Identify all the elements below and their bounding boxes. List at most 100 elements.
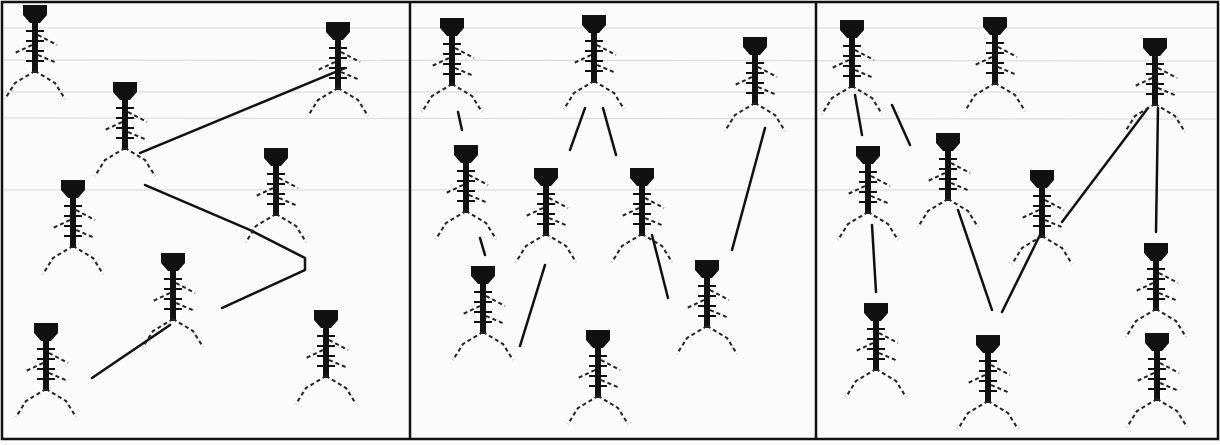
scan-line (4, 118, 1216, 119)
panel-1 (5, 5, 368, 417)
phage-tail-fiber (546, 234, 576, 262)
phage-head (1144, 243, 1168, 261)
phage-icon (422, 18, 482, 112)
phage-icon (453, 266, 513, 360)
phage-tail-fiber (598, 396, 628, 424)
phage-tail-fiber (612, 234, 642, 262)
phage-tail-fiber (483, 332, 513, 360)
phage-tail-fiber (1126, 309, 1156, 337)
phage-tail-fiber (5, 71, 35, 99)
phage-head (582, 15, 606, 33)
phage-tail-fiber (988, 401, 1018, 429)
phage-head (440, 18, 464, 36)
movement-trail (92, 325, 170, 378)
phage-tail-fiber (918, 199, 948, 227)
phage-tail-fiber (173, 319, 203, 347)
phage-head (113, 82, 137, 100)
phage-head (1145, 333, 1169, 351)
phage-head (34, 323, 58, 341)
phage-icon (677, 260, 737, 354)
phage-tail-fiber (466, 211, 496, 239)
phage-tail-fiber (46, 389, 76, 417)
phage-tail-fiber (296, 376, 326, 404)
phage-head (856, 146, 880, 164)
phage-tail-fiber (965, 83, 995, 111)
phage-head (630, 168, 654, 186)
phage-icon (246, 148, 306, 242)
phage-icon (958, 335, 1018, 429)
phage-tail-fiber (1156, 309, 1186, 337)
phage-icon (308, 22, 368, 116)
phage-tail-fiber (16, 389, 46, 417)
phage-icon (822, 20, 882, 114)
movement-trail (140, 68, 345, 153)
phage-tail-fiber (452, 84, 482, 112)
movement-trail (872, 225, 876, 292)
phage-icon (516, 168, 576, 262)
phage-tail-fiber (516, 234, 546, 262)
phage-tail-fiber (35, 71, 65, 99)
phage-tail-fiber (246, 214, 276, 242)
phage-head (264, 148, 288, 166)
phage-icon (1127, 333, 1187, 427)
phage-tail-fiber (677, 326, 707, 354)
phage-tail-fiber (822, 86, 852, 114)
phage-tail-fiber (276, 214, 306, 242)
phage-icon (568, 330, 628, 424)
phage-head (161, 253, 185, 271)
phage-icon (838, 146, 898, 240)
movement-trail (892, 105, 910, 145)
phage-icon (918, 133, 978, 227)
phage-icon (564, 15, 624, 109)
phage-icon (846, 303, 906, 397)
phage-head (976, 335, 1000, 353)
phage-tail-fiber (95, 148, 125, 176)
phage-tail-fiber (326, 376, 356, 404)
movement-trail (1002, 235, 1040, 312)
phage-tail-fiber (1155, 104, 1185, 132)
phage-head (695, 260, 719, 278)
phage-tail-fiber (995, 83, 1025, 111)
phage-tail-fiber (958, 401, 988, 429)
phage-head (326, 22, 350, 40)
phage-head (314, 310, 338, 328)
phage-head (586, 330, 610, 348)
phage-icon (143, 253, 203, 347)
phage-tail-fiber (453, 332, 483, 360)
phage-head (534, 168, 558, 186)
movement-trail (480, 238, 485, 255)
phage-icon (965, 17, 1025, 111)
phage-tail-fiber (436, 211, 466, 239)
phage-head (1030, 170, 1054, 188)
movement-trail (570, 108, 585, 150)
movement-trail (958, 210, 992, 310)
phage-head (471, 266, 495, 284)
phage-head (743, 37, 767, 55)
phage-icon (1126, 243, 1186, 337)
movement-trail (458, 112, 462, 130)
panel-2 (422, 15, 785, 424)
phage-icon (436, 145, 496, 239)
phage-icon (1125, 38, 1185, 132)
phage-tail-fiber (1042, 236, 1072, 264)
phage-icon (43, 180, 103, 274)
phage-tail-fiber (846, 369, 876, 397)
phage-head (983, 17, 1007, 35)
phage-icon (16, 323, 76, 417)
phage-head (61, 180, 85, 198)
movement-trail (1156, 108, 1158, 232)
phage-tail-fiber (876, 369, 906, 397)
movement-trail (520, 265, 545, 346)
phage-tail-fiber (594, 81, 624, 109)
phage-head (23, 5, 47, 23)
phage-tail-fiber (73, 246, 103, 274)
scan-line (4, 60, 1216, 61)
phage-icon (1012, 170, 1072, 264)
movement-trail (603, 108, 616, 155)
movement-trail (652, 235, 668, 298)
phage-tail-fiber (725, 103, 755, 131)
phage-icon (296, 310, 356, 404)
phage-icon (5, 5, 65, 99)
